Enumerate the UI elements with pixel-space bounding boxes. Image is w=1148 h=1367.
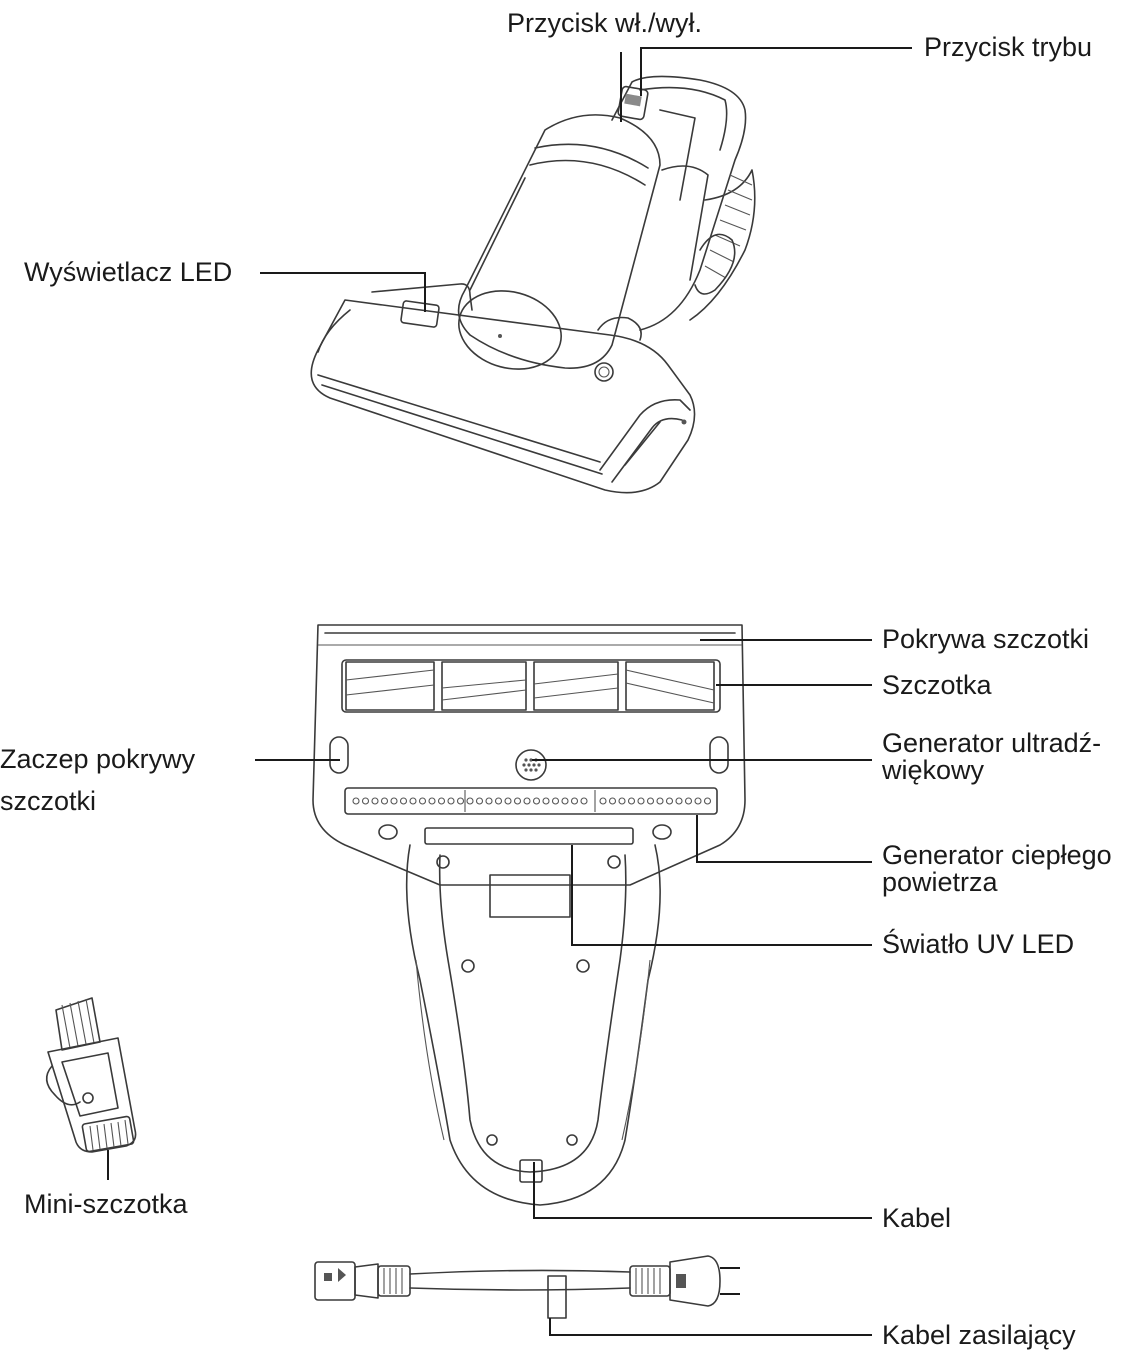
label-cable: Kabel	[882, 1203, 952, 1233]
label-cover-latch-line1: Zaczep pokrywy	[0, 744, 196, 774]
leaders-top	[260, 47, 912, 312]
vent-hole	[570, 797, 579, 805]
label-warm-air-line2: powietrza	[882, 867, 998, 897]
vent-hole	[599, 797, 607, 805]
vent-hole	[608, 797, 617, 805]
vent-hole	[466, 797, 474, 805]
vent-hole	[646, 797, 655, 805]
label-warm-air-line1: Generator ciepłego	[882, 840, 1112, 870]
leaders-bottom	[255, 639, 872, 1219]
vent-hole	[485, 797, 493, 805]
vent-hole	[694, 797, 702, 805]
vent-hole	[504, 797, 512, 805]
label-uv-led: Światło UV LED	[882, 929, 1075, 959]
vent-hole	[390, 797, 398, 805]
vent-hole	[532, 797, 541, 805]
vent-hole	[418, 797, 427, 805]
vent-hole	[409, 797, 417, 805]
label-ultrasonic-line1: Generator ultradź-	[882, 728, 1102, 758]
vent-hole	[551, 797, 560, 805]
label-mode-button: Przycisk trybu	[924, 32, 1093, 62]
vent-hole	[627, 797, 636, 805]
vent-hole	[352, 797, 360, 805]
label-ultrasonic-line2: więkowy	[882, 755, 985, 785]
vent-hole	[361, 797, 370, 805]
label-power-button: Przycisk wł./wył.	[507, 8, 702, 38]
power-cable-drawing	[314, 1255, 872, 1336]
vent-hole	[618, 797, 626, 805]
vent-hole	[380, 797, 389, 805]
vent-hole	[494, 797, 503, 805]
vent-hole	[703, 797, 712, 805]
vent-hole	[542, 797, 550, 805]
label-led-display: Wyświetlacz LED	[24, 257, 233, 287]
mini-brush-drawing	[45, 997, 137, 1180]
vacuum-underside-drawing	[312, 624, 746, 1206]
label-mini-brush: Mini-szczotka	[24, 1189, 188, 1219]
label-brush: Szczotka	[882, 670, 992, 700]
vent-hole	[684, 797, 693, 805]
vent-hole	[437, 797, 446, 805]
vent-hole	[656, 797, 664, 805]
vent-hole	[637, 797, 645, 805]
vent-hole	[428, 797, 436, 805]
vent-hole	[447, 797, 455, 805]
vent-hole	[561, 797, 569, 805]
vent-hole	[523, 797, 531, 805]
vent-hole	[475, 797, 484, 805]
vent-hole	[371, 797, 379, 805]
label-power-cable: Kabel zasilający	[882, 1320, 1076, 1350]
label-brush-cover: Pokrywa szczotki	[882, 624, 1090, 654]
vent-hole	[675, 797, 683, 805]
label-cover-latch-line2: szczotki	[0, 786, 97, 816]
vent-hole	[513, 797, 522, 805]
vacuum-perspective-drawing	[310, 75, 756, 494]
vent-hole	[665, 797, 674, 805]
vent-hole	[456, 797, 465, 805]
vent-hole	[580, 797, 588, 805]
vent-hole	[399, 797, 408, 805]
